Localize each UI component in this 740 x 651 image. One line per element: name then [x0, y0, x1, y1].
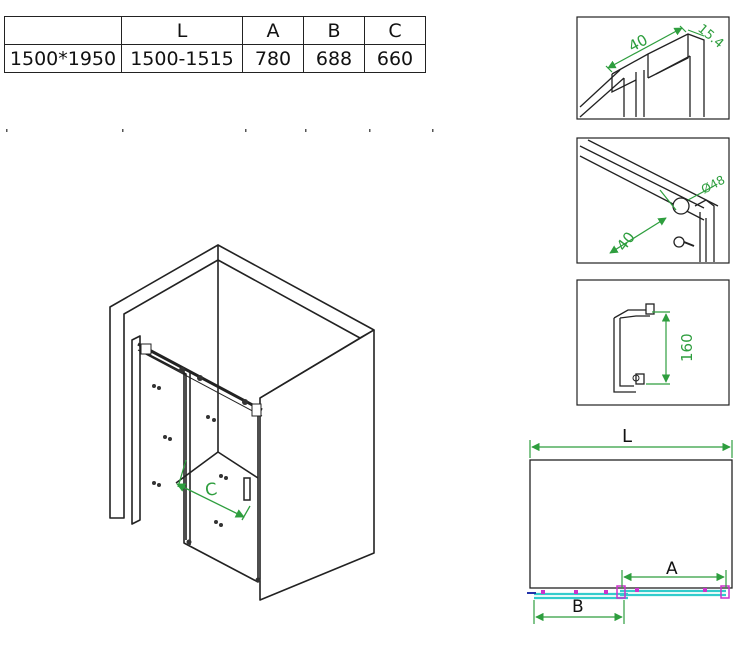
- plan-l-label: L: [622, 426, 632, 447]
- spec-table: L A B C 1500*1950 1500-1515 780 688 660: [4, 16, 426, 73]
- plan-a-label: A: [666, 559, 678, 579]
- detail-profile: 40 15.4: [576, 16, 730, 120]
- shower-enclosure-drawing: [109, 244, 375, 601]
- enclosure-hardware: [140, 343, 262, 583]
- table-cell: 688: [303, 44, 365, 73]
- plan-view: L A B: [527, 426, 733, 624]
- handle-length-label: 160: [678, 333, 696, 362]
- table-cell: 1500*1950: [4, 44, 122, 73]
- dimension-c-label: C: [204, 479, 219, 500]
- back-wall: [217, 244, 375, 339]
- plan-b-label: B: [572, 597, 584, 617]
- left-wall: [109, 244, 219, 519]
- table-header-cell: A: [242, 16, 304, 45]
- table-cell: 780: [242, 44, 304, 73]
- table-cell: 1500-1515: [121, 44, 243, 73]
- table-guide-dots: [6, 129, 434, 132]
- detail-handle: 160: [576, 279, 730, 406]
- table-cell: 660: [364, 44, 426, 73]
- door-handle: [243, 477, 251, 501]
- detail-roller: Ø48 40: [576, 137, 730, 264]
- dimension-c: [176, 459, 251, 521]
- right-wall: [259, 330, 375, 601]
- table-row: 1500*1950 1500-1515 780 688 660: [4, 44, 426, 73]
- table-header-cell: B: [303, 16, 365, 45]
